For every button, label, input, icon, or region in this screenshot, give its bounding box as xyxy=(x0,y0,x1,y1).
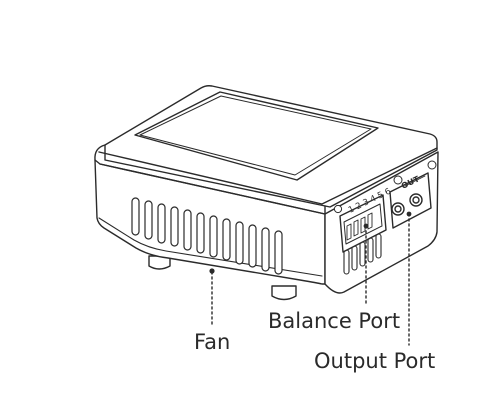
output-port-label: Output Port xyxy=(314,349,436,373)
fan-label: Fan xyxy=(194,330,231,354)
fan-vents xyxy=(131,197,283,275)
fan-marker-dot xyxy=(209,268,215,274)
rubber-feet xyxy=(148,255,297,301)
screw-icon xyxy=(333,204,343,214)
end-vents xyxy=(343,233,382,275)
balance-port xyxy=(339,194,387,253)
display-screen xyxy=(134,91,379,181)
balance-port-label: Balance Port xyxy=(268,309,401,333)
output-port xyxy=(389,160,437,229)
